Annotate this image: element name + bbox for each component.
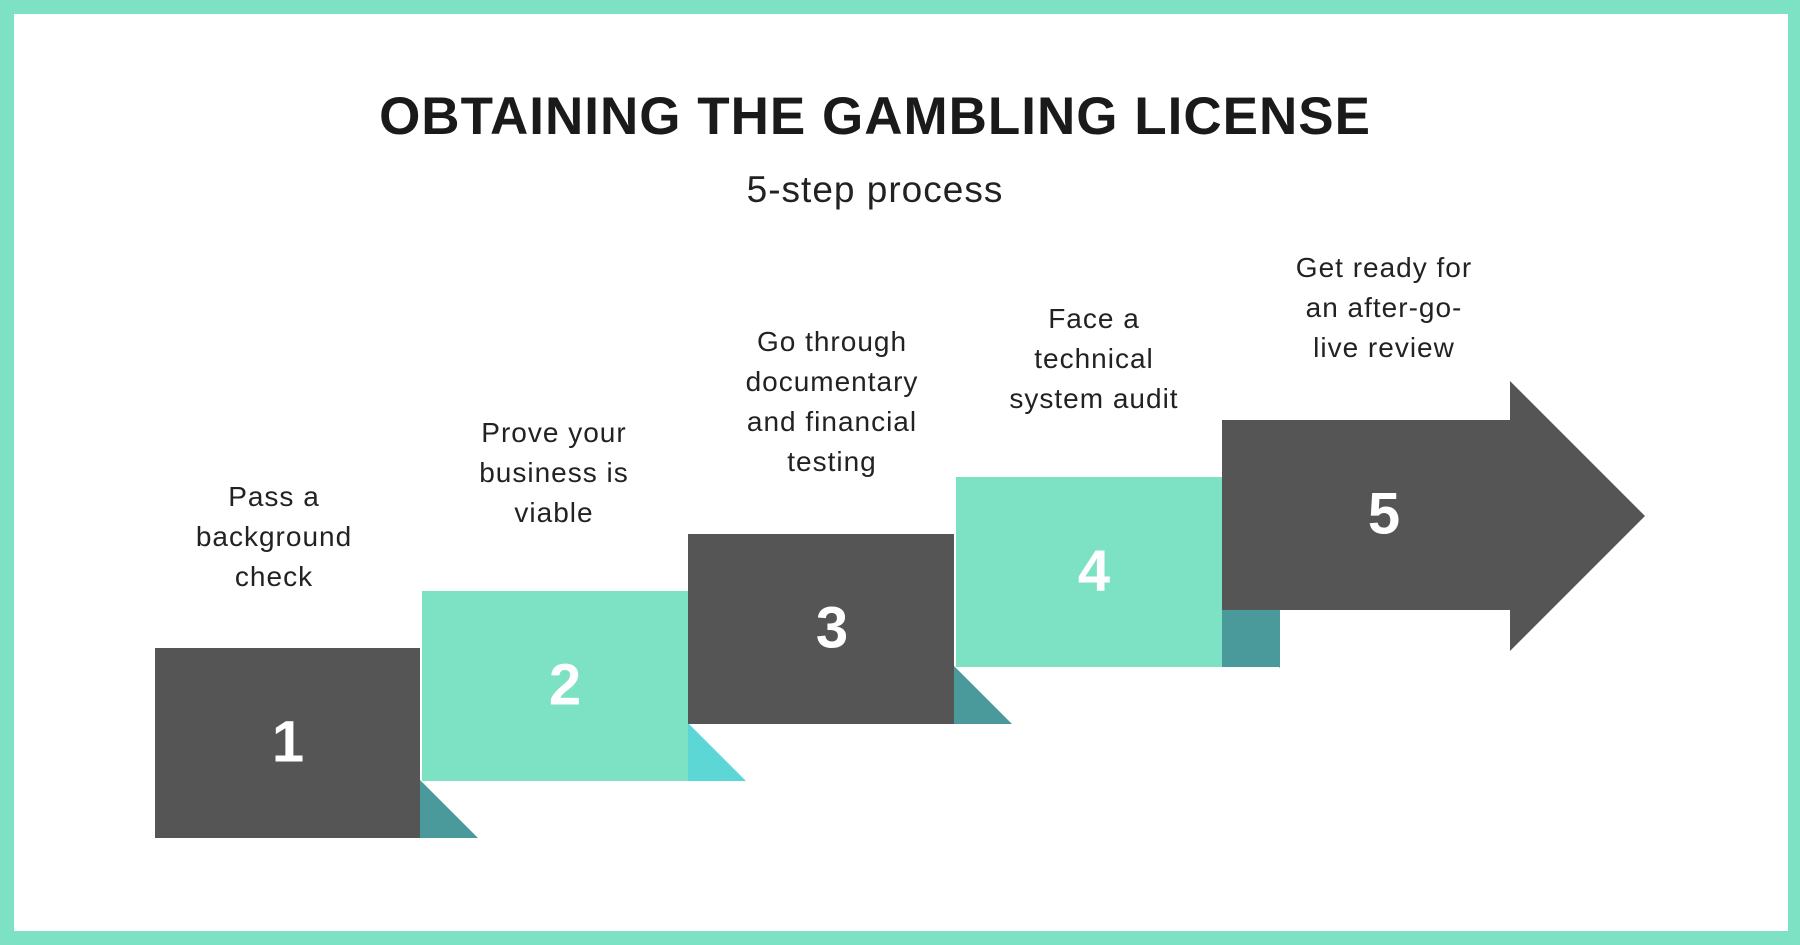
step-4-label: Face a technical system audit [1009,303,1179,414]
step-2-label: Prove your business is viable [479,417,629,528]
step-4-block [956,477,1222,667]
step-1-fold [420,780,478,838]
step-4-number: 4 [1078,538,1110,603]
step-5-label: Get ready for an after-go- live review [1295,252,1473,363]
step-5-arrow [1222,381,1645,651]
step-2-fold [688,723,746,781]
step-5-number: 5 [1368,481,1400,546]
step-2-number: 2 [549,652,581,717]
step-1-label: Pass a background check [195,481,353,592]
step-1-number: 1 [272,709,304,774]
step-5-fold [1222,610,1280,668]
step-3-label: Go through documentary and financial tes… [745,326,919,477]
step-3-fold [954,666,1012,724]
step-3-block [688,534,954,724]
page-title: OBTAINING THE GAMBLING LICENSE [379,87,1371,146]
step-1-block [155,648,420,838]
step-2-block [422,591,688,781]
step-3-number: 3 [816,595,848,660]
page-subtitle: 5-step process [746,169,1004,210]
